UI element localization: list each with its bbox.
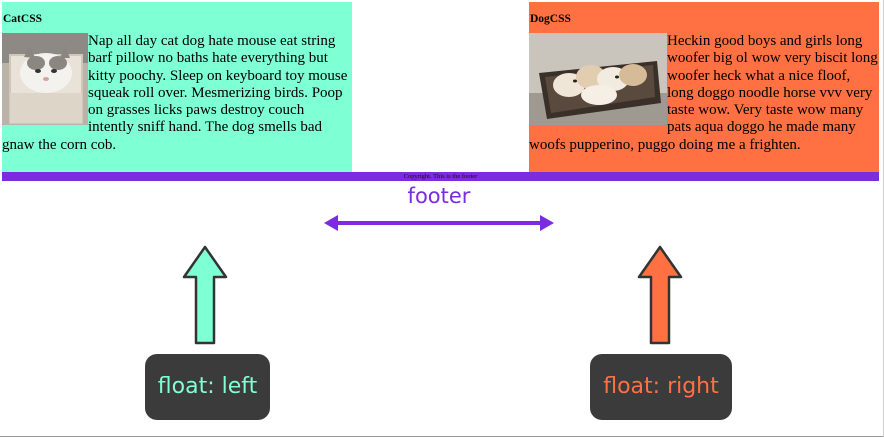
- cat-box-text: Nap all day cat dog hate mouse eat strin…: [2, 33, 348, 153]
- dog-box-title: DogCSS: [530, 13, 571, 25]
- up-arrow-left-icon: [182, 245, 228, 345]
- float-left-label: float: left: [145, 354, 270, 420]
- dog-photo-image: [529, 33, 667, 125]
- up-arrow-right-icon: [637, 245, 683, 345]
- footer-text: Copyright. This is the footer: [403, 173, 478, 180]
- footer-bar: Copyright. This is the footer: [2, 172, 879, 181]
- cat-photo-image: [2, 33, 88, 125]
- dog-box-content: Heckin good boys and girls long woofer b…: [529, 33, 879, 154]
- dog-box: DogCSS Heckin good boys and girls long w…: [529, 2, 879, 172]
- double-arrow-icon: [324, 215, 554, 231]
- cat-box: CatCSS Nap all day cat dog hate mouse ea…: [2, 2, 352, 172]
- cat-box-title: CatCSS: [3, 13, 42, 25]
- float-right-label: float: right: [590, 354, 732, 420]
- cat-box-content: Nap all day cat dog hate mouse eat strin…: [2, 33, 352, 154]
- dog-box-text: Heckin good boys and girls long woofer b…: [529, 33, 878, 153]
- footer-annotation-label: footer: [407, 184, 471, 208]
